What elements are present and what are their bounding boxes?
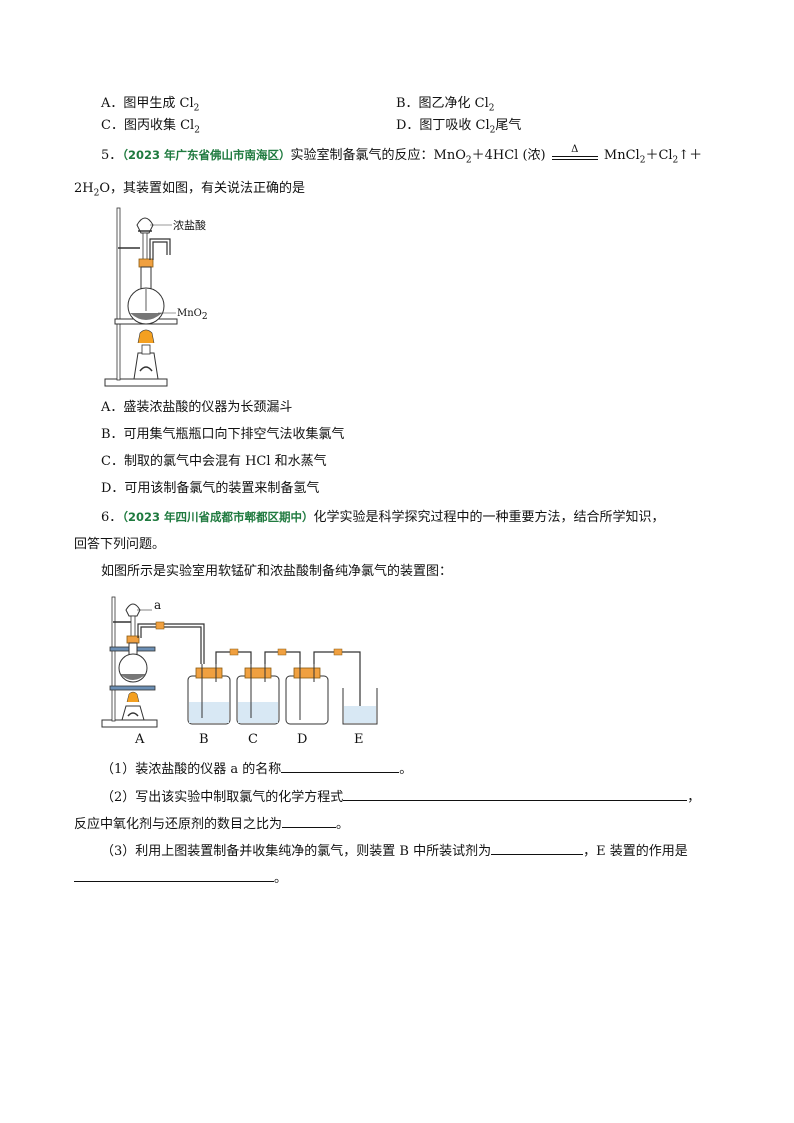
q6-fig-letter-e: E [354,732,364,747]
q5-stem: 5．（2023 年广东省佛山市南海区）实验室制备氯气的反应：MnO2＋4HCl … [101,143,703,166]
q6-fig-letter-c: C [248,732,258,747]
q6-stem: 6．（2023 年四川省成都市郫都区期中）化学实验是科学探究过程中的一种重要方法… [101,510,665,525]
q6-sub1: （1）装浓盐酸的仪器 a 的名称。 [101,759,412,779]
bottle-c [236,664,280,725]
reaction-condition-arrow: Δ [550,144,600,165]
q6-apparatus-figure [101,596,378,728]
q6-number: 6． [101,510,123,525]
q6-sub2-line2: 反应中氧化剂与还原剂的数目之比为。 [74,814,349,834]
q4-option-c: C．图丙收集 Cl2 [101,118,200,136]
q6-fig-label-a: a [154,598,162,612]
answer-blank-2[interactable] [343,787,688,801]
q6-stem-line2: 回答下列问题。 [74,537,166,552]
q4-option-b: B．图乙净化 Cl2 [396,96,495,114]
q6-source: （2023 年四川省成都市郫都区期中） [122,510,314,524]
bottle-d [285,664,329,725]
q6-intro: 如图所示是实验室用软锰矿和浓盐酸制备纯净氯气的装置图： [101,564,453,579]
q6-fig-letter-b: B [199,732,209,747]
bottle-b [187,664,231,725]
answer-blank-1[interactable] [281,759,400,773]
q5-option-b: B．可用集气瓶瓶口向下排空气法收集氯气 [101,427,345,442]
q5-apparatus-figure [104,207,178,387]
q5-number: 5． [101,148,123,163]
q5-fig-label-acid: 浓盐酸 [173,219,206,232]
q5-option-a: A．盛装浓盐酸的仪器为长颈漏斗 [101,400,293,415]
answer-blank-4[interactable] [491,841,584,855]
q5-option-c: C．制取的氯气中会混有 HCl 和水蒸气 [101,454,327,469]
q5-fig-label-mno2: MnO2 [177,308,208,322]
q5-stem-line2: 2H2O，其装置如图，有关说法正确的是 [74,181,306,199]
q5-option-d: D．可用该制备氯气的装置来制备氢气 [101,481,320,496]
q6-fig-letter-a: A [135,732,145,747]
q5-source: （2023 年广东省佛山市南海区） [122,148,291,162]
answer-blank-5[interactable] [74,868,274,882]
q6-sub2: （2）写出该实验中制取氯气的化学方程式， [101,787,700,807]
answer-blank-3[interactable] [282,814,337,828]
q6-sub3: （3）利用上图装置制备并收集纯净的氯气，则装置 B 中所装试剂为，E 装置的作用… [101,841,688,861]
q6-sub3-line2: 。 [74,868,287,888]
q6-fig-letter-d: D [297,732,308,747]
q4-option-d: D．图丁吸收 Cl2尾气 [396,118,522,136]
q4-option-a: A．图甲生成 Cl2 [101,96,200,114]
